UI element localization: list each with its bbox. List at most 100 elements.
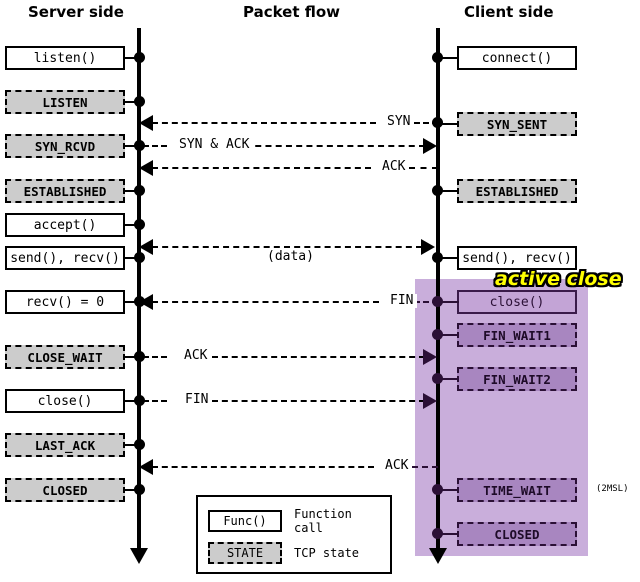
server-dot-0 [134,52,145,63]
server-box-close-call[interactable]: close() [5,389,125,413]
server-dot-4 [134,219,145,230]
server-dot-8 [134,395,145,406]
legend-text-state: TCP state [294,546,360,560]
packet-arrowhead-ack3 [139,459,153,475]
packet-arrowhead-ack2 [423,349,437,365]
packet-arrowhead-syn [139,115,153,131]
server-dot-10 [134,484,145,495]
client-box-send-recv[interactable]: send(), recv() [457,246,577,270]
header-server-side: Server side [28,3,124,21]
packet-arrowhead-data-left [139,239,153,255]
packet-arrowhead-fin2 [423,393,437,409]
server-box-close-wait[interactable]: CLOSE_WAIT [5,345,125,369]
client-dot-2 [432,185,443,196]
client-box-established[interactable]: ESTABLISHED [457,179,577,203]
server-timeline-arrowhead [130,548,148,564]
packet-label-ack1: ACK [378,160,410,174]
packet-line-data [152,246,422,248]
client-stub-1 [438,123,459,125]
server-box-send-recv[interactable]: send(), recv() [5,246,125,270]
server-box-closed[interactable]: CLOSED [5,478,125,502]
client-stub-5 [438,334,459,336]
packet-line-ack1-right [409,167,438,169]
packet-line-ack3 [152,466,374,468]
server-stub-8 [123,400,143,402]
server-dot-6 [134,296,145,307]
client-dot-6 [432,373,443,384]
client-dot-4 [432,296,443,307]
client-timeline [436,28,440,550]
server-stub-4 [123,224,143,226]
client-stub-0 [438,57,459,59]
client-stub-2 [438,190,459,192]
packet-label-syn: SYN [383,115,415,129]
legend-text-function: Function call [294,507,352,535]
packet-line-syn [152,122,376,124]
client-box-time-wait[interactable]: TIME_WAIT [457,478,577,502]
server-box-listen-call[interactable]: listen() [5,46,125,70]
packet-line-ack2 [212,356,425,358]
server-timeline [137,28,141,550]
server-box-last-ack[interactable]: LAST_ACK [5,433,125,457]
server-box-established[interactable]: ESTABLISHED [5,179,125,203]
server-stub-6 [123,301,143,303]
server-box-listen-state[interactable]: LISTEN [5,90,125,114]
packet-label-fin2: FIN [181,393,213,407]
packet-arrowhead-data-right [421,239,435,255]
server-box-recv-zero[interactable]: recv() = 0 [5,290,125,314]
packet-arrowhead-ack1 [139,160,153,176]
packet-line-syn-right [414,122,438,124]
packet-label-ack3: ACK [381,459,413,473]
active-close-callout: active close [494,267,624,292]
legend-row-state: STATE TCP state [208,542,359,564]
server-stub-10 [123,489,143,491]
server-box-syn-rcvd[interactable]: SYN_RCVD [5,134,125,158]
client-dot-0 [432,52,443,63]
packet-line-ack2-left [143,356,167,358]
header-client-side: Client side [464,3,554,21]
client-stub-6 [438,378,459,380]
packet-label-data: (data) [263,250,318,264]
client-box-closed[interactable]: CLOSED [457,522,577,546]
server-dot-9 [134,439,145,450]
server-stub-7 [123,356,143,358]
legend-swatch-state: STATE [208,542,282,564]
server-dot-1 [134,96,145,107]
client-box-connect[interactable]: connect() [457,46,577,70]
client-box-fin-wait1[interactable]: FIN_WAIT1 [457,323,577,347]
client-box-fin-wait2[interactable]: FIN_WAIT2 [457,367,577,391]
packet-arrowhead-synack [423,138,437,154]
server-box-accept[interactable]: accept() [5,213,125,237]
server-stub-0 [123,57,143,59]
server-stub-3 [123,190,143,192]
packet-line-fin2 [212,400,425,402]
server-dot-2 [134,140,145,151]
client-box-close-call[interactable]: close() [457,290,577,314]
server-dot-7 [134,351,145,362]
packet-line-fin1 [152,301,379,303]
client-dot-5 [432,329,443,340]
time-wait-2msl-note: (2MSL) [596,484,629,494]
server-stub-9 [123,444,143,446]
client-dot-1 [432,117,443,128]
packet-line-fin1-right [414,301,438,303]
packet-label-synack: SYN & ACK [175,138,254,152]
server-dot-3 [134,185,145,196]
server-stub-2 [123,145,143,147]
packet-line-synack [245,145,425,147]
legend-row-function: Func() Function call [208,507,352,535]
packet-line-fin2-left [143,400,167,402]
client-box-syn-sent[interactable]: SYN_SENT [457,112,577,136]
client-stub-3 [438,257,459,259]
legend-swatch-function: Func() [208,510,282,532]
server-stub-1 [123,101,143,103]
client-stub-7 [438,489,459,491]
server-dot-5 [134,252,145,263]
packet-label-fin1: FIN [386,294,418,308]
client-stub-4 [438,301,459,303]
client-dot-3 [432,252,443,263]
legend-panel: Func() Function call STATE TCP state [196,495,392,574]
client-dot-7 [432,484,443,495]
header-packet-flow: Packet flow [243,3,341,21]
